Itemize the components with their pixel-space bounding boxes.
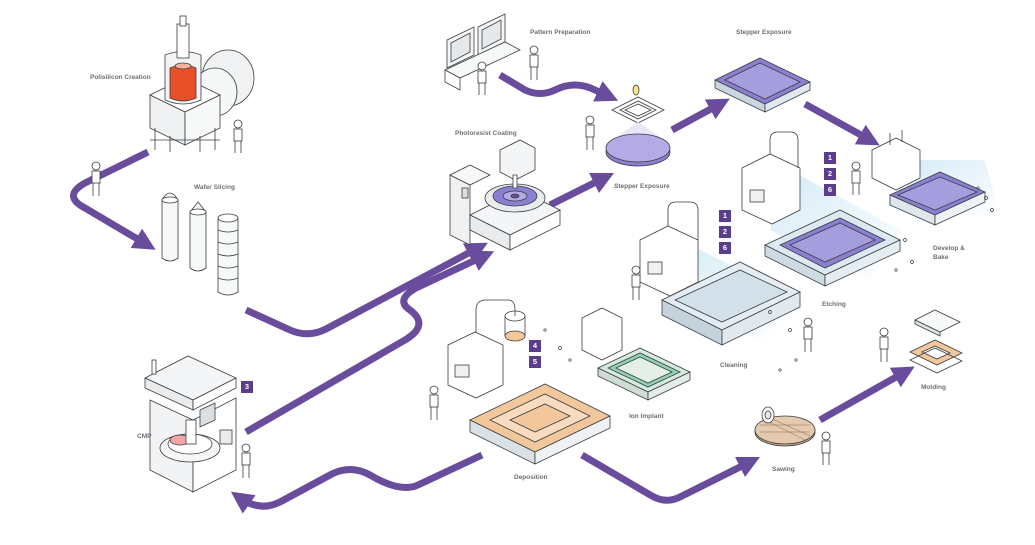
arrow-stepper-to-top <box>670 98 730 134</box>
label-etching: Etching <box>822 301 846 308</box>
label-develop-bake-line1: Develop & <box>933 245 965 252</box>
cleaning-station <box>639 201 801 346</box>
deposition-station <box>447 299 611 465</box>
technician-icon-5 <box>585 115 595 150</box>
technician-icon-8 <box>631 265 641 300</box>
label-polysilicon-creation: Polisilicon Creation <box>90 74 151 81</box>
cmp-machine <box>144 355 237 493</box>
etching-station <box>741 131 901 287</box>
arrow-sawing-to-molding <box>818 366 915 424</box>
spin-coater-icon <box>449 139 561 251</box>
develop-bake-station <box>871 130 1000 226</box>
label-ion-implant: Ion Implant <box>629 413 664 420</box>
arrow-top-to-develop <box>803 100 880 146</box>
arrow-coating-to-stepper <box>548 172 615 209</box>
step-badge: 1 <box>719 210 731 222</box>
arrow-wafer-to-photoresist <box>244 242 488 338</box>
arrow-pattern-to-stepper <box>498 71 619 102</box>
step-badge: 6 <box>824 184 836 196</box>
technician-icon-1 <box>233 119 243 153</box>
arrow-cmp-to-coating <box>244 250 495 436</box>
technician-icon-10 <box>821 431 831 465</box>
workstation-icon <box>444 13 521 91</box>
arrow-deposition-to-cmp <box>230 451 484 514</box>
technician-icon-7 <box>803 317 813 352</box>
label-photoresist-coating: Photoresist Coating <box>455 130 517 137</box>
technician-icon-2 <box>91 161 101 196</box>
technician-icon-11 <box>879 327 889 362</box>
label-develop-bake-line2: Bake <box>933 254 949 261</box>
stepper-exposure-top <box>714 57 811 113</box>
step-badge: 2 <box>719 226 731 238</box>
technician-icon-9 <box>429 385 439 420</box>
stepper-exposure-mid <box>605 84 671 167</box>
label-wafer-slicing: Wafer Slicing <box>194 184 235 191</box>
step-badge: 2 <box>824 168 836 180</box>
label-stepper-exposure-top: Stepper Exposure <box>736 29 792 36</box>
technician-icon-3 <box>241 443 251 478</box>
arrow-deposition-to-sawing <box>580 451 761 504</box>
label-molding: Molding <box>921 384 946 391</box>
chip-package-icon <box>909 309 963 374</box>
label-pattern-preparation: Pattern Preparation <box>530 29 591 36</box>
technician-icon-6 <box>851 161 861 195</box>
step-badge: 4 <box>529 340 541 352</box>
flow-arrows <box>70 71 915 514</box>
step-badge: 1 <box>824 152 836 164</box>
particles <box>543 186 994 372</box>
dicing-saw-icon <box>754 406 816 447</box>
label-deposition: Deposition <box>514 474 548 481</box>
label-stepper-exposure-mid: Stepper Exposure <box>614 183 670 190</box>
ion-implant-station <box>581 307 691 401</box>
step-badge: 6 <box>719 242 731 254</box>
label-sawing: Sawing <box>772 466 795 473</box>
technician-icon-4 <box>477 45 539 95</box>
step-badge: 3 <box>241 381 253 393</box>
silicon-ingot-icon <box>161 192 239 296</box>
polysilicon-furnace <box>149 15 255 152</box>
step-badge: 5 <box>529 356 541 368</box>
label-cmp: CMP <box>137 433 152 440</box>
arrow-poly-to-wafer <box>70 148 156 250</box>
label-cleaning: Cleaning <box>720 362 748 369</box>
